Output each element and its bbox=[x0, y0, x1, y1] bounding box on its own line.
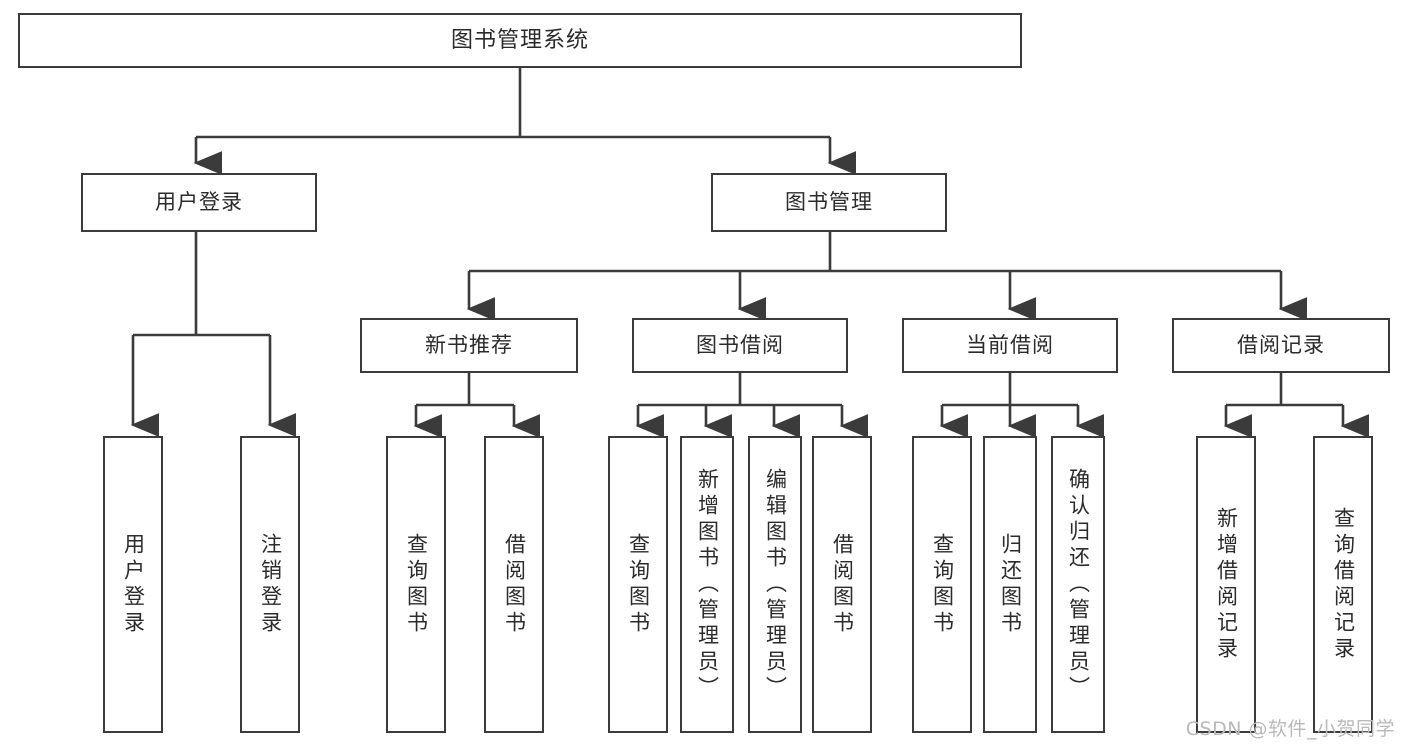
node-label: 查询图书 bbox=[404, 532, 429, 637]
node-label: 注销登录 bbox=[258, 532, 283, 637]
leaf-new-book-query[interactable]: 查询图书 bbox=[386, 436, 446, 733]
leaf-current-borrow-return[interactable]: 归还图书 bbox=[983, 436, 1037, 733]
leaf-borrow-record-query[interactable]: 查询借阅记录 bbox=[1313, 436, 1373, 733]
node-book-borrow[interactable]: 图书借阅 bbox=[632, 318, 848, 373]
node-label: 编辑图书（管理员） bbox=[763, 467, 788, 702]
leaf-current-borrow-query[interactable]: 查询图书 bbox=[912, 436, 972, 733]
node-label: 借阅图书 bbox=[502, 532, 527, 637]
node-label: 查询借阅记录 bbox=[1331, 506, 1356, 663]
node-label: 借阅记录 bbox=[1237, 333, 1325, 358]
node-label: 查询图书 bbox=[626, 532, 651, 637]
node-label: 新增图书（管理员） bbox=[695, 467, 720, 702]
node-label: 新增借阅记录 bbox=[1214, 506, 1239, 663]
node-label: 用户登录 bbox=[121, 532, 146, 637]
node-label: 图书借阅 bbox=[696, 333, 784, 358]
leaf-book-borrow-add[interactable]: 新增图书（管理员） bbox=[680, 436, 734, 733]
leaf-book-borrow-query[interactable]: 查询图书 bbox=[608, 436, 668, 733]
node-label: 图书管理系统 bbox=[450, 27, 589, 53]
node-label: 归还图书 bbox=[998, 532, 1023, 637]
node-user-login[interactable]: 用户登录 bbox=[81, 173, 317, 232]
leaf-book-borrow-borrow[interactable]: 借阅图书 bbox=[812, 436, 872, 733]
leaf-book-borrow-edit[interactable]: 编辑图书（管理员） bbox=[748, 436, 802, 733]
node-borrow-record[interactable]: 借阅记录 bbox=[1172, 318, 1390, 373]
node-label: 用户登录 bbox=[155, 190, 243, 215]
node-current-borrow[interactable]: 当前借阅 bbox=[902, 318, 1118, 373]
node-new-book-recommend[interactable]: 新书推荐 bbox=[360, 318, 578, 373]
node-label: 当前借阅 bbox=[966, 333, 1054, 358]
leaf-user-login-logout[interactable]: 注销登录 bbox=[240, 436, 300, 733]
node-label: 新书推荐 bbox=[425, 333, 513, 358]
leaf-new-book-borrow[interactable]: 借阅图书 bbox=[484, 436, 544, 733]
csdn-watermark: CSDN @软件_小贺同学 bbox=[1185, 718, 1395, 740]
leaf-current-borrow-confirm-return[interactable]: 确认归还（管理员） bbox=[1051, 436, 1105, 733]
node-label: 查询图书 bbox=[930, 532, 955, 637]
node-label: 借阅图书 bbox=[830, 532, 855, 637]
node-label: 图书管理 bbox=[785, 190, 873, 215]
node-label: 确认归还（管理员） bbox=[1066, 467, 1091, 702]
leaf-borrow-record-add[interactable]: 新增借阅记录 bbox=[1196, 436, 1256, 733]
leaf-user-login-login[interactable]: 用户登录 bbox=[103, 436, 163, 733]
node-root-book-management-system[interactable]: 图书管理系统 bbox=[18, 13, 1022, 68]
node-book-management[interactable]: 图书管理 bbox=[711, 173, 947, 232]
